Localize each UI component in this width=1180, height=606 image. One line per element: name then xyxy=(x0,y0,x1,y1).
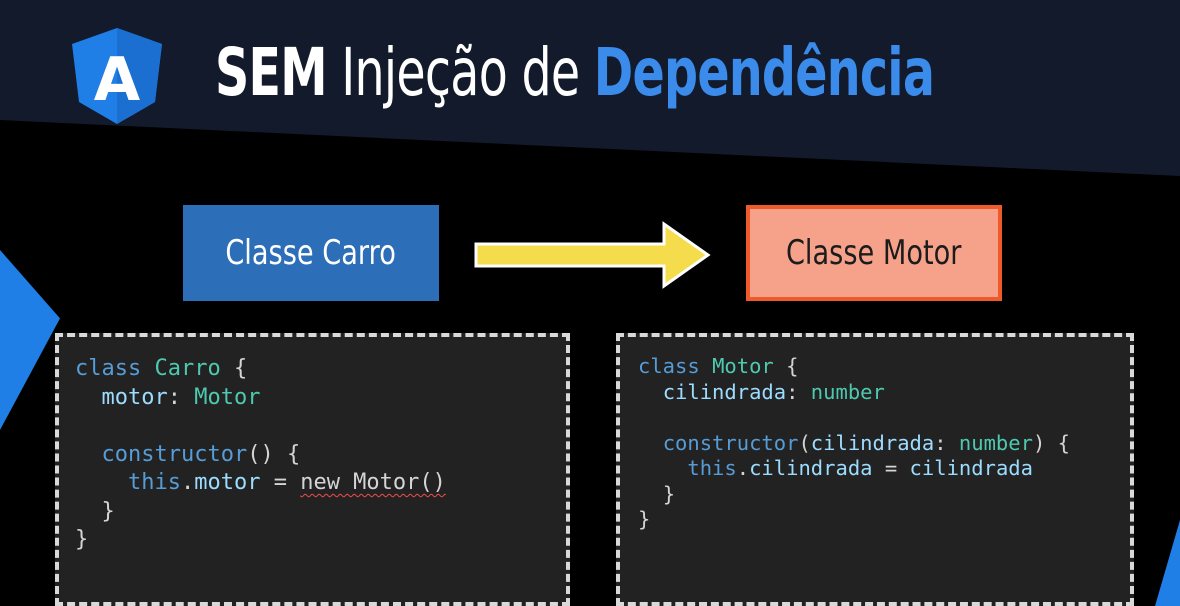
page-title: SEM Injeção de Dependência xyxy=(215,34,935,130)
code-brace: } xyxy=(662,481,676,506)
code-dot: . xyxy=(736,456,750,480)
code-this: this xyxy=(687,456,737,480)
code-type: Motor xyxy=(194,384,261,410)
code-brace: { xyxy=(233,356,248,381)
code-dot: . xyxy=(180,470,195,495)
classe-carro-label: Classe Carro xyxy=(225,233,397,273)
right-arrow-icon xyxy=(474,221,711,289)
code-brace: } xyxy=(75,527,89,552)
code-class-name: Motor xyxy=(712,354,774,378)
code-param: cilindrada xyxy=(810,430,935,455)
code-this: this xyxy=(127,470,181,495)
code-value: cilindrada xyxy=(909,456,1033,480)
code-property: motor xyxy=(194,470,261,495)
angular-logo-letter: A xyxy=(94,45,141,115)
code-constructor: constructor xyxy=(662,430,799,455)
decorative-shape-right xyxy=(1155,520,1180,606)
code-property: cilindrada xyxy=(749,456,873,480)
code-paren-open: ( xyxy=(798,430,811,455)
code-assign: = xyxy=(872,456,910,480)
code-block-motor: class Motor { cilindrada: number constru… xyxy=(638,354,1070,533)
code-colon: : xyxy=(786,379,799,404)
title-dependencia: Dependência xyxy=(593,34,935,111)
code-new-motor-error: new Motor() xyxy=(300,470,446,495)
classe-motor-box: Classe Motor xyxy=(746,205,1002,301)
code-keyword: class xyxy=(75,356,142,381)
decorative-shape-left xyxy=(0,250,60,430)
code-type: number xyxy=(958,430,1033,455)
code-colon: : xyxy=(934,430,959,455)
code-property: cilindrada xyxy=(662,379,787,404)
code-type: number xyxy=(810,379,885,404)
classe-motor-label: Classe Motor xyxy=(786,233,962,273)
code-brace: { xyxy=(786,354,799,378)
code-panel-motor: class Motor { cilindrada: number constru… xyxy=(616,333,1134,606)
code-brace: } xyxy=(638,507,651,531)
angular-icon: A xyxy=(72,28,162,124)
title-sem: SEM xyxy=(215,34,328,111)
code-block-carro: class Carro { motor: Motor constructor()… xyxy=(75,355,446,555)
classe-carro-box: Classe Carro xyxy=(183,205,439,301)
code-paren-close: ) { xyxy=(1032,430,1070,455)
code-brace: } xyxy=(101,498,115,524)
code-property: motor xyxy=(101,384,168,410)
code-colon: : xyxy=(167,384,181,410)
title-injecao: Injeção de xyxy=(341,34,580,111)
code-parens: () { xyxy=(247,441,301,467)
code-constructor: constructor xyxy=(101,441,248,467)
code-class-name: Carro xyxy=(154,356,221,381)
code-keyword: class xyxy=(638,354,700,378)
code-assign: = xyxy=(260,470,301,495)
code-panel-carro: class Carro { motor: Motor constructor()… xyxy=(55,333,570,606)
